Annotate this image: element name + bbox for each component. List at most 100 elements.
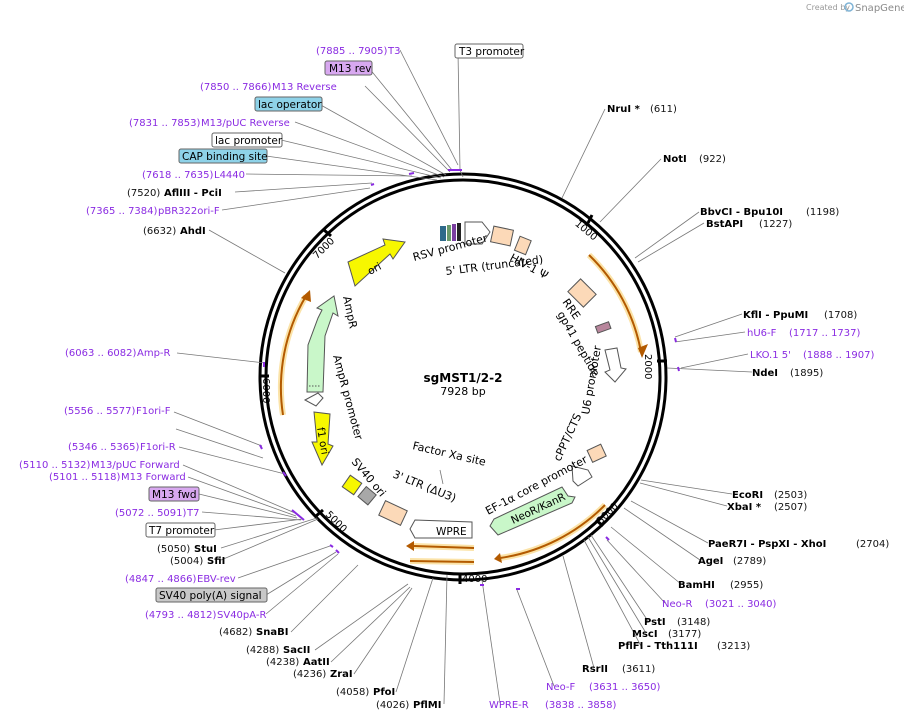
primer-f1ori-r-name[interactable]: F1ori-R bbox=[140, 442, 176, 453]
box-m13-rev-text: M13 rev bbox=[329, 63, 372, 75]
enzyme-labels: NruI * (611) NotI (922) BbvCI - Bpu10I (… bbox=[127, 104, 889, 711]
leader-t3 bbox=[399, 49, 459, 166]
enzyme-noti-name[interactable]: NotI bbox=[663, 154, 687, 165]
box-t7-promoter[interactable] bbox=[145, 522, 216, 538]
enzyme-pcii-name[interactable]: AflIII - PciI bbox=[164, 188, 222, 199]
orf-arc-2 bbox=[499, 504, 606, 559]
enzyme-pfoi-name[interactable]: PfoI bbox=[373, 687, 395, 698]
feature-rsv-block-4 bbox=[457, 223, 461, 241]
leader-sv40pa bbox=[265, 551, 337, 596]
enzyme-msci-coord: (3177) bbox=[668, 629, 701, 640]
box-t7-promoter-text: T7 promoter bbox=[148, 525, 215, 537]
enzyme-tth111i-name[interactable]: PflFI - Tth111I bbox=[618, 641, 698, 652]
primer-neo-f-name[interactable]: Neo-F bbox=[546, 682, 576, 693]
enzyme-pcii-coord: (7520) bbox=[127, 188, 160, 199]
primer-lko-name[interactable]: LKO.1 5' bbox=[750, 350, 791, 361]
leader-zrai bbox=[353, 587, 413, 675]
primer-t7-name[interactable]: T7 bbox=[186, 508, 199, 519]
enzyme-bbvci-name[interactable]: BbvCI - Bpu10I bbox=[700, 207, 783, 218]
leader-neo-r bbox=[606, 539, 666, 604]
enzyme-ecori-name[interactable]: EcoRI bbox=[732, 490, 763, 501]
leader-rsrii bbox=[562, 555, 595, 669]
leader-sacii bbox=[314, 583, 409, 651]
primer-sv40pa-r-name[interactable]: SV40pA-R bbox=[217, 610, 266, 621]
tick-1000-mark bbox=[586, 214, 594, 224]
primer-f1ori-f-name[interactable]: F1ori-F bbox=[136, 406, 171, 417]
leader-pcii bbox=[234, 182, 373, 193]
primer-hu6-name[interactable]: hU6-F bbox=[747, 328, 777, 339]
primer-neo-r-coord: (3021 .. 3040) bbox=[705, 599, 777, 610]
box-cap-binding[interactable] bbox=[178, 148, 268, 164]
primer-wpre-r-name[interactable]: WPRE-R bbox=[489, 700, 529, 711]
feature-label-ampr: AmpR bbox=[340, 295, 360, 330]
primer-m13puc-rev-name[interactable]: M13/pUC Reverse bbox=[201, 118, 290, 129]
enzyme-msci-name[interactable]: MscI bbox=[632, 629, 658, 640]
enzyme-zrai-coord: (4236) bbox=[293, 669, 326, 680]
primer-m13fwd-name[interactable]: M13 Forward bbox=[121, 472, 186, 483]
leader-ampr bbox=[176, 352, 266, 364]
enzyme-rsrii-name[interactable]: RsrII bbox=[582, 664, 608, 675]
orf-arc-5-arrow bbox=[301, 290, 311, 302]
leader-noti bbox=[599, 158, 662, 223]
ampr-promoter-arrow bbox=[303, 392, 324, 407]
enzyme-bstapi-name[interactable]: BstAPI bbox=[706, 219, 743, 230]
enzyme-kfli-name[interactable]: KflI - PpuMI bbox=[743, 310, 808, 321]
enzyme-snabi-name[interactable]: SnaBI bbox=[256, 627, 288, 638]
tick-5000-label: 5000 bbox=[323, 509, 349, 535]
leader-bamhi bbox=[610, 526, 682, 585]
box-sv40-polya[interactable] bbox=[155, 587, 268, 603]
enzyme-sfii-name[interactable]: SfiI bbox=[207, 556, 225, 567]
primer-m13puc-fwd-name[interactable]: M13/pUC Forward bbox=[91, 460, 180, 471]
enzyme-stui-name[interactable]: StuI bbox=[194, 544, 217, 555]
primer-neo-f-coord: (3631 .. 3650) bbox=[589, 682, 661, 693]
enzyme-snabi-coord: (4682) bbox=[219, 627, 252, 638]
enzyme-agei-name[interactable]: AgeI bbox=[698, 556, 723, 567]
primer-mark-pbr bbox=[370, 183, 375, 186]
primer-pbr-name[interactable]: pBR322ori-F bbox=[158, 206, 220, 217]
enzyme-pflmi-name[interactable]: PflMI bbox=[413, 700, 441, 711]
enzyme-ndei-coord: (1895) bbox=[790, 368, 823, 379]
box-lac-operator[interactable] bbox=[254, 96, 323, 112]
box-t3-promoter[interactable] bbox=[454, 43, 524, 59]
enzyme-zrai-name[interactable]: ZraI bbox=[330, 669, 353, 680]
box-lac-promoter[interactable] bbox=[211, 132, 283, 148]
orf-arc-3-arrow bbox=[406, 541, 414, 551]
leader-nrui bbox=[561, 108, 606, 199]
primer-mark-sv40pa-r bbox=[335, 549, 340, 554]
primer-sv40pa-r-coord: (4793 .. 4812) bbox=[145, 610, 217, 621]
leader-xbai bbox=[639, 482, 728, 507]
plasmid-name: sgMST1/2-2 bbox=[424, 371, 503, 385]
enzyme-xhoi-name[interactable]: PaeR7I - PspXI - XhoI bbox=[708, 539, 826, 550]
orf-arc-1 bbox=[588, 254, 642, 353]
enzyme-sacii-coord: (4288) bbox=[246, 645, 279, 656]
credit-text: Created by bbox=[806, 3, 850, 12]
primer-t3-name[interactable]: T3 bbox=[387, 46, 400, 57]
feature-rsv-block-1 bbox=[440, 226, 446, 241]
primer-ampr-name[interactable]: Amp-R bbox=[137, 348, 171, 359]
enzyme-nrui-name[interactable]: NruI * bbox=[607, 104, 641, 115]
enzyme-bamhi-name[interactable]: BamHI bbox=[678, 580, 715, 591]
leader-pflmi bbox=[443, 574, 448, 705]
enzyme-noti-coord: (922) bbox=[699, 154, 726, 165]
feature-shapes bbox=[303, 221, 627, 539]
enzyme-sacii-name[interactable]: SacII bbox=[283, 645, 310, 656]
enzyme-xbai-name[interactable]: XbaI * bbox=[727, 502, 762, 513]
primer-m13reverse-name[interactable]: M13 Reverse bbox=[272, 82, 337, 93]
primer-l4440-name[interactable]: L4440 bbox=[214, 170, 245, 181]
box-m13-fwd[interactable] bbox=[148, 486, 200, 502]
leader-ebv bbox=[237, 545, 331, 579]
primer-ebv-name[interactable]: EBV-rev bbox=[197, 574, 236, 585]
primer-labels: (7885 .. 7905) T3 (7850 .. 7866) M13 Rev… bbox=[19, 46, 875, 711]
enzyme-ahdi-name[interactable]: AhdI bbox=[180, 226, 206, 237]
enzyme-ndei-name[interactable]: NdeI bbox=[752, 368, 778, 379]
feature-label-ori: ori bbox=[366, 261, 384, 278]
enzyme-psti-coord: (3148) bbox=[677, 617, 710, 628]
primer-neo-r-name[interactable]: Neo-R bbox=[662, 599, 693, 610]
enzyme-aatii-name[interactable]: AatII bbox=[303, 657, 330, 668]
box-m13-rev[interactable] bbox=[324, 60, 373, 76]
brand-text: SnapGene bbox=[855, 3, 904, 14]
f1-ori-arrow bbox=[311, 411, 334, 467]
primer-m13puc-rev-coord: (7831 .. 7853) bbox=[129, 118, 201, 129]
enzyme-psti-name[interactable]: PstI bbox=[644, 617, 666, 628]
enzyme-bamhi-coord: (2955) bbox=[730, 580, 763, 591]
